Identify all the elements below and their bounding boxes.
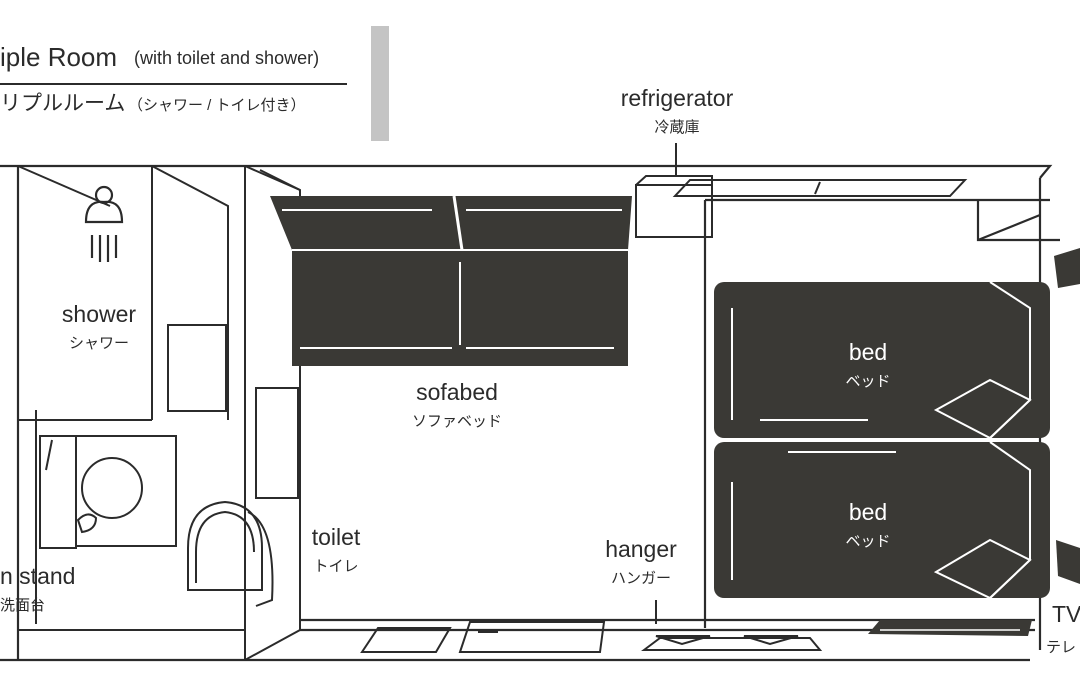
title-en: iple Room — [0, 42, 117, 72]
tv-label-ja: テレ — [1046, 639, 1076, 656]
bed-top-furniture — [714, 281, 1050, 440]
sofabed-label-ja: ソファベッド — [412, 413, 502, 430]
floor-mat-1 — [360, 627, 452, 653]
hanger-1 — [655, 635, 711, 646]
title-en-note: (with toilet and shower) — [134, 48, 319, 68]
header-accent-bar — [371, 26, 389, 141]
hanger-label-ja: ハンガー — [611, 570, 671, 587]
sofabed-label-en: sofabed — [416, 379, 498, 405]
bed-bottom-label-en: bed — [849, 499, 887, 525]
window — [672, 179, 968, 197]
plan-header: iple Room (with toilet and shower) リプルルー… — [0, 26, 389, 141]
floor-mat-2 — [458, 621, 606, 653]
room-labels: refrigerator 冷蔵庫 shower シャワー sofabed ソファ… — [0, 85, 1080, 656]
tv-unit — [868, 620, 1032, 636]
shower-label-en: shower — [62, 301, 136, 327]
wash-stand-label-en: n stand — [0, 563, 75, 589]
toilet-label-en: toilet — [312, 524, 361, 550]
refrigerator-label-en: refrigerator — [621, 85, 734, 111]
shower-label-ja: シャワー — [69, 335, 129, 352]
bed-bottom-label-ja: ベッド — [845, 533, 890, 550]
hanger-rail — [641, 637, 823, 651]
toilet-icon — [187, 500, 274, 607]
toilet-label-ja: トイレ — [313, 558, 358, 575]
refrigerator-label-ja: 冷蔵庫 — [654, 119, 699, 136]
bed-bottom-furniture — [714, 441, 1050, 600]
side-fixtures — [1054, 248, 1080, 584]
hanger-2 — [743, 635, 799, 646]
hanger-label-en: hanger — [605, 536, 677, 562]
refrigerator-unit — [635, 143, 713, 238]
shower-head-icon — [84, 185, 124, 262]
wash-basin-icon — [39, 435, 177, 549]
floor-items — [360, 600, 823, 653]
tv-label-en: TV — [1052, 601, 1080, 627]
bed-top-label-en: bed — [849, 339, 887, 365]
bathroom — [17, 165, 301, 661]
sofabed-furniture — [270, 195, 632, 366]
title-ja: リプルルーム — [0, 92, 125, 115]
bed-top-label-ja: ベッド — [845, 373, 890, 390]
wash-stand-label-ja: 洗面台 — [0, 597, 45, 614]
title-ja-note: （シャワー / トイレ付き） — [128, 97, 306, 114]
